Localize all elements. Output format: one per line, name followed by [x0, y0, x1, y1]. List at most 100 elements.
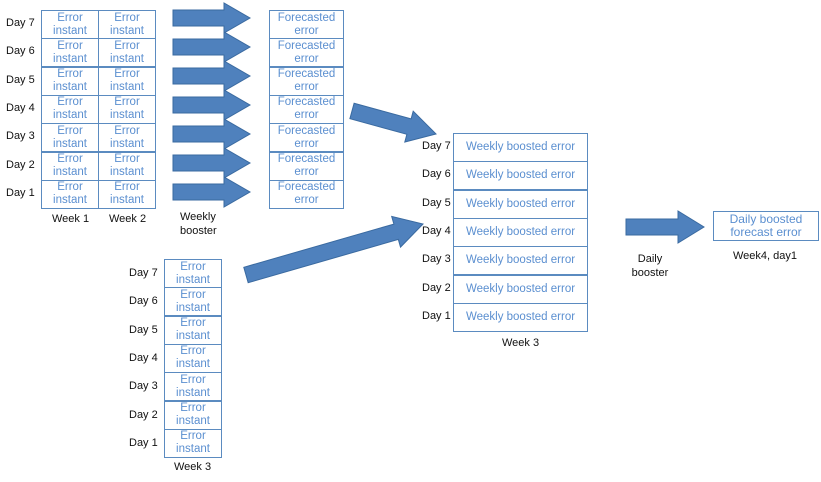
error-instant-cell-week1: Error instant	[41, 151, 99, 181]
day-label-top: Day 7	[6, 17, 35, 29]
weekly-boosted-error-cell: Weekly boosted error	[453, 302, 588, 332]
weekly-boosted-error-cell-text: Weekly boosted error	[465, 254, 576, 267]
weekly-booster-arrow	[172, 60, 252, 92]
weekly-boosted-error-cell: Weekly boosted error	[453, 133, 588, 162]
forecasted-error-cell: Forecasted error	[269, 66, 344, 96]
day-label-top: Day 4	[6, 101, 35, 114]
daily-boosted-text: Daily boosted forecast error	[729, 212, 803, 239]
weekly-boosted-error-cell: Weekly boosted error	[453, 217, 588, 247]
forecast-to-boosted-arrow	[349, 102, 437, 143]
forecasted-error-cell-text: Forecasted error	[277, 39, 336, 65]
weekly-boosted-error-cell: Weekly boosted error	[453, 161, 588, 191]
error-instant-cell-week1: Error instant	[41, 94, 99, 124]
error-instant-cell-week3-text: Error instant	[176, 430, 210, 456]
error-instant-cell-week3-text: Error instant	[176, 373, 210, 399]
error-instant-cell-week1: Error instant	[41, 10, 99, 39]
day-label-week3: Day 5	[129, 323, 158, 336]
error-instant-cell-week2-text: Error instant	[110, 11, 144, 37]
weekly-booster-label: Weekly booster	[180, 210, 230, 238]
week4-day1-label: Week4, day1	[733, 250, 798, 262]
error-instant-cell-week1-text: Error instant	[53, 68, 87, 94]
daily-booster-label: Daily booster	[631, 253, 669, 279]
weekly-boosted-error-cell-text: Weekly boosted error	[465, 310, 576, 323]
forecasted-error-cell-text: Forecasted error	[277, 153, 336, 178]
error-instant-cell-week3-text: Error instant	[176, 402, 210, 427]
week1-label: Week 1	[52, 213, 90, 225]
error-instant-cell-week3-text: Error instant	[176, 260, 210, 286]
error-instant-cell-week1-text: Error instant	[53, 39, 87, 65]
weekly-booster-arrow	[172, 176, 252, 208]
day-label-top: Day 1	[6, 186, 35, 199]
error-instant-cell-week3: Error instant	[164, 287, 222, 317]
forecasted-error-cell-text: Forecasted error	[277, 11, 336, 37]
error-instant-cell-week1-text: Error instant	[53, 11, 87, 37]
weekly-boosted-error-cell-text: Weekly boosted error	[465, 197, 576, 210]
weekly-boosted-error-cell: Weekly boosted error	[453, 189, 588, 219]
day-label-week3: Day 6	[129, 295, 158, 308]
day-label-boosted: Day 6	[422, 168, 451, 181]
forecasted-error-cell: Forecasted error	[269, 179, 344, 209]
day-label-boosted: Day 7	[422, 140, 451, 152]
error-instant-cell-week1: Error instant	[41, 123, 99, 153]
error-instant-cell-week3: Error instant	[164, 372, 222, 402]
daily-booster-arrow	[625, 210, 705, 244]
day-label-week3: Day 1	[129, 436, 158, 449]
forecasted-error-cell: Forecasted error	[269, 151, 344, 181]
forecasted-error-cell: Forecasted error	[269, 123, 344, 153]
week3-to-boosted-arrow	[243, 215, 424, 284]
error-instant-cell-week3: Error instant	[164, 315, 222, 345]
error-instant-cell-week1: Error instant	[41, 38, 99, 68]
error-instant-cell-week2-text: Error instant	[110, 124, 144, 150]
weekly-booster-arrow	[172, 89, 252, 121]
error-instant-cell-week2-text: Error instant	[110, 39, 144, 65]
error-instant-cell-week3-text: Error instant	[176, 317, 210, 343]
error-instant-cell-week1: Error instant	[41, 179, 99, 209]
week2-label: Week 2	[109, 213, 147, 225]
day-label-week3: Day 4	[129, 351, 158, 364]
forecasted-error-cell-text: Forecasted error	[277, 181, 336, 207]
error-instant-cell-week3: Error instant	[164, 400, 222, 430]
weekly-boosted-error-cell: Weekly boosted error	[453, 274, 588, 304]
weekly-boosted-error-cell-text: Weekly boosted error	[465, 169, 576, 182]
error-instant-cell-week2: Error instant	[98, 94, 156, 124]
weekly-booster-text: Weekly booster	[180, 211, 217, 237]
day-label-top: Day 5	[6, 73, 35, 86]
daily-boosted-forecast-box: Daily boosted forecast error	[713, 211, 819, 241]
day-label-week3: Day 3	[129, 380, 158, 393]
day-label-boosted: Day 1	[422, 309, 451, 322]
week3-label: Week 3	[174, 461, 212, 473]
forecasted-error-cell-text: Forecasted error	[277, 96, 336, 122]
error-instant-cell-week2-text: Error instant	[110, 68, 144, 94]
error-instant-cell-week3-text: Error instant	[176, 345, 210, 371]
error-instant-cell-week2-text: Error instant	[110, 181, 144, 207]
error-instant-cell-week2: Error instant	[98, 123, 156, 153]
error-instant-cell-week2: Error instant	[98, 179, 156, 209]
day-label-week3: Day 7	[129, 267, 158, 279]
error-instant-cell-week2: Error instant	[98, 38, 156, 68]
forecasted-error-cell-text: Forecasted error	[277, 124, 336, 150]
week3-mid-label: Week 3	[502, 337, 540, 349]
error-instant-cell-week3: Error instant	[164, 259, 222, 288]
error-instant-cell-week1-text: Error instant	[53, 96, 87, 122]
day-label-boosted: Day 5	[422, 196, 451, 209]
error-instant-cell-week2: Error instant	[98, 151, 156, 181]
error-instant-cell-week3: Error instant	[164, 343, 222, 373]
day-label-top: Day 3	[6, 130, 35, 143]
forecasted-error-cell-text: Forecasted error	[277, 68, 336, 94]
weekly-boosted-error-cell-text: Weekly boosted error	[465, 141, 576, 153]
error-instant-cell-week2-text: Error instant	[110, 153, 144, 178]
weekly-boosted-error-cell-text: Weekly boosted error	[465, 282, 576, 295]
forecasted-error-cell: Forecasted error	[269, 38, 344, 68]
weekly-boosted-error-cell: Weekly boosted error	[453, 246, 588, 276]
day-label-top: Day 6	[6, 45, 35, 58]
error-instant-cell-week2: Error instant	[98, 10, 156, 39]
forecasted-error-cell: Forecasted error	[269, 10, 344, 39]
forecasted-error-cell: Forecasted error	[269, 94, 344, 124]
error-instant-cell-week2: Error instant	[98, 66, 156, 96]
weekly-booster-arrow	[172, 118, 252, 150]
day-label-boosted: Day 3	[422, 253, 451, 266]
error-instant-cell-week3: Error instant	[164, 428, 222, 458]
weekly-booster-arrow	[172, 31, 252, 63]
error-instant-cell-week1-text: Error instant	[53, 181, 87, 207]
